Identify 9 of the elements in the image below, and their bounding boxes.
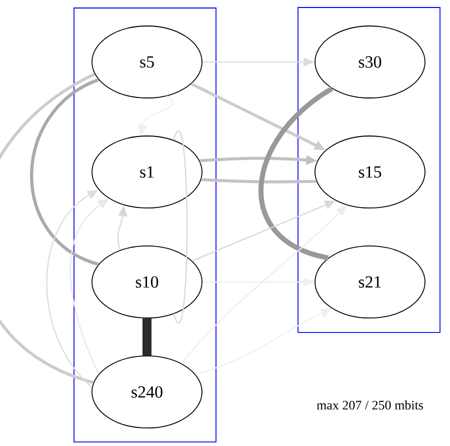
connector	[173, 131, 188, 323]
capacity-note: max 207 / 250 mbits	[316, 400, 423, 410]
cluster-box	[74, 8, 216, 442]
connector	[0, 72, 96, 384]
connector	[142, 318, 152, 356]
cluster-box	[298, 7, 440, 333]
connector	[258, 86, 334, 260]
connector	[201, 178, 316, 184]
connector	[30, 78, 100, 266]
